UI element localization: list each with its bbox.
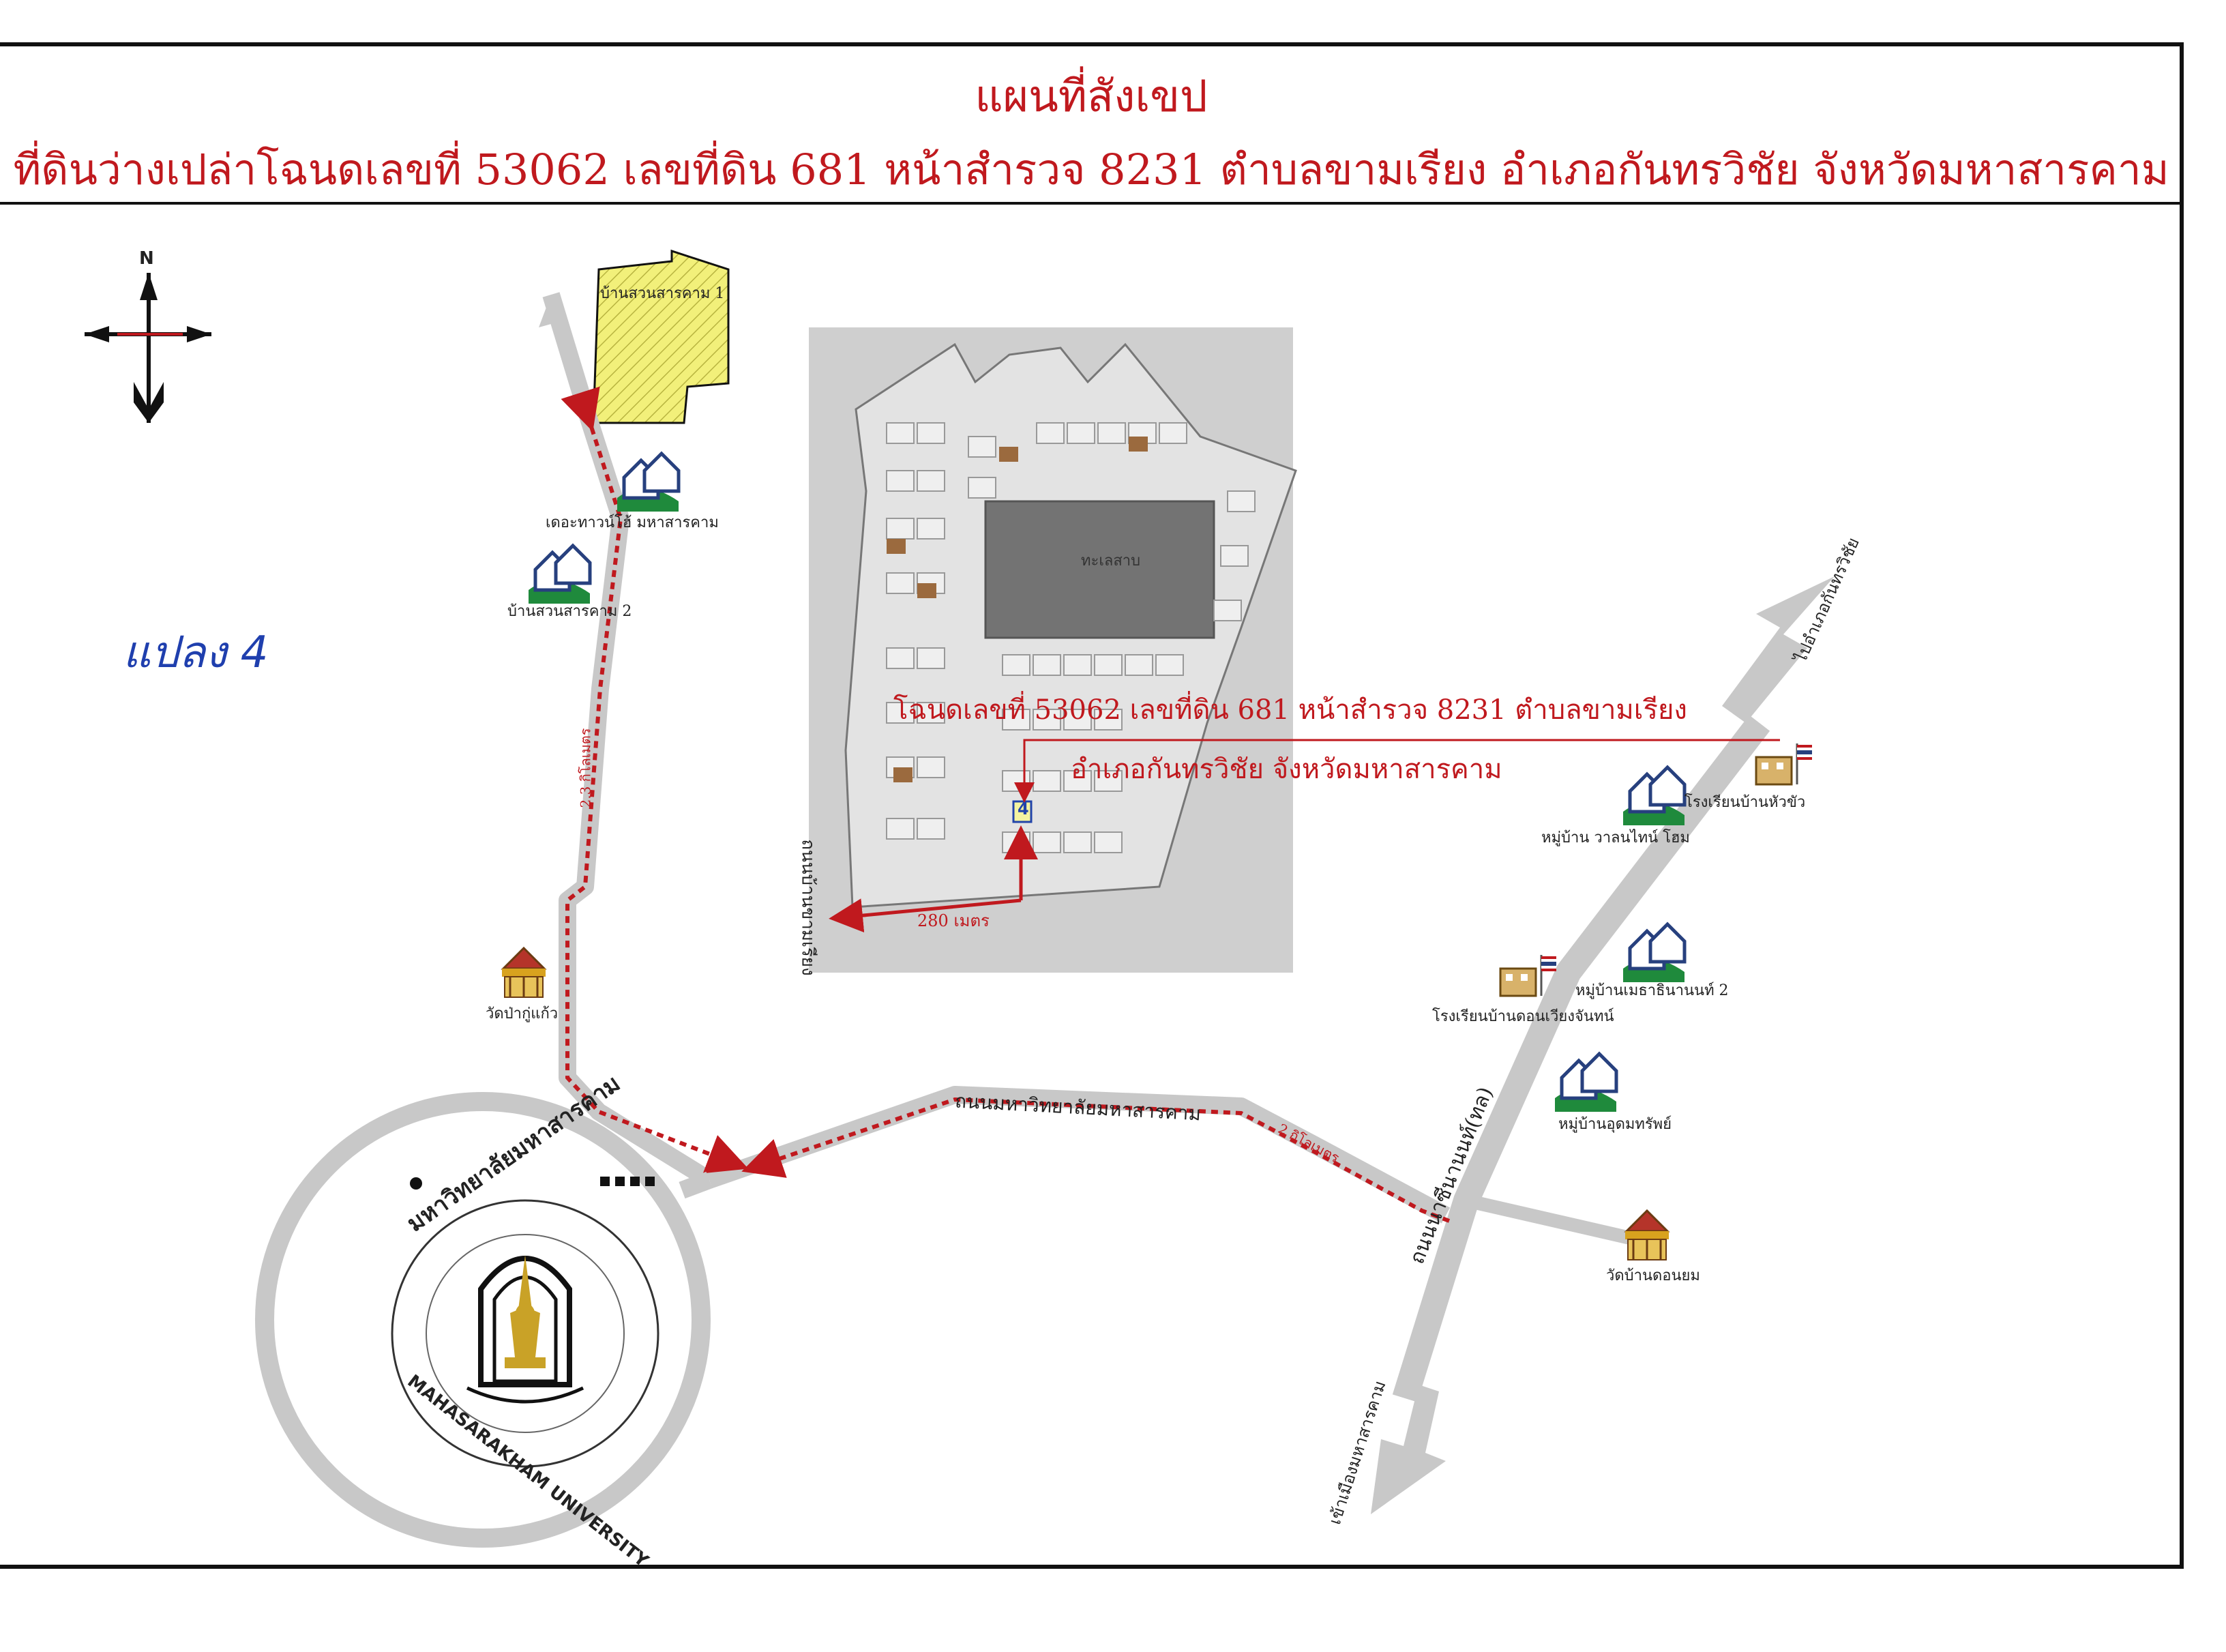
housing-icon xyxy=(1555,1051,1618,1112)
map-subtitle: ที่ดินว่างเปล่าโฉนดเลขที่ 53062 เลขที่ดิ… xyxy=(13,145,2169,194)
housing-icon xyxy=(529,543,592,604)
route-east xyxy=(741,1097,1451,1223)
highway-line xyxy=(1392,715,1770,1402)
label-school-donwiang: โรงเรียนบ้านดอนเวียงจันทน์ xyxy=(1432,1008,1614,1025)
label-side-road: ถนนบ้านขามเรียง xyxy=(797,839,818,976)
label-village-wallop: หมู่บ้าน วาลนไทน์ โฮม xyxy=(1541,829,1690,846)
label-village-udom: หมู่บ้านอุดมทรัพย์ xyxy=(1558,1116,1672,1133)
label-distance-north: 2.3 กิโลเมตร xyxy=(577,728,594,808)
label-temple-pagukaew: วัดป่ากู่แก้ว xyxy=(486,1005,559,1022)
compass-north-label: N xyxy=(139,248,154,269)
handwritten-note: แปลง 4 xyxy=(123,628,269,678)
highway-arrow-ne-icon xyxy=(1722,576,1835,723)
parcel-plot-number: 4 xyxy=(1018,799,1029,818)
label-housing-1: บ้านสวนสารคาม 1 xyxy=(600,285,725,302)
temple-icon xyxy=(1624,1209,1670,1260)
label-distance-parcel: 280 เมตร xyxy=(917,911,990,930)
side-road-line xyxy=(1464,1194,1632,1245)
label-temple-donyom: วัดบ้านดอนยม xyxy=(1606,1267,1700,1284)
parcel-pond-label: ทะเลสาบ xyxy=(1081,552,1141,570)
compass-icon xyxy=(85,273,211,423)
parcel-plan xyxy=(809,327,1780,973)
highway-arrow-sw-icon xyxy=(1371,1385,1446,1514)
parcel-callout-line1: โฉนดเลขที่ 53062 เลขที่ดิน 681 หน้าสำรวจ… xyxy=(893,694,1687,726)
school-icon xyxy=(1755,743,1812,786)
housing-icon xyxy=(1623,921,1687,982)
parcel-callout-line2: อำเภอกันทรวิชัย จังหวัดมหาสารคาม xyxy=(1071,754,1502,785)
route-north xyxy=(561,386,749,1174)
temple-icon xyxy=(501,946,547,998)
label-housing-ditty: เดอะทาวน์โฮ้ มหาสารคาม xyxy=(546,514,719,531)
university-marker xyxy=(255,1092,711,1548)
label-housing-2: บ้านสวนสารคาม 2 xyxy=(507,603,632,620)
housing-icon xyxy=(617,451,681,512)
housing-icon xyxy=(1623,765,1687,825)
label-village-metta: หมู่บ้านเมธาธินานนท์ 2 xyxy=(1575,982,1729,999)
title-divider xyxy=(0,202,2184,205)
north-road-arrow-icon xyxy=(539,295,563,327)
university-road-line xyxy=(706,1086,1451,1224)
housing-estate-area xyxy=(592,249,730,424)
label-school-huakhua: โรงเรียนบ้านหัวขัว xyxy=(1685,794,1806,811)
school-icon xyxy=(1499,955,1556,997)
map-frame xyxy=(0,42,2184,1569)
map-title: แผนที่สังเขป xyxy=(975,72,1208,122)
